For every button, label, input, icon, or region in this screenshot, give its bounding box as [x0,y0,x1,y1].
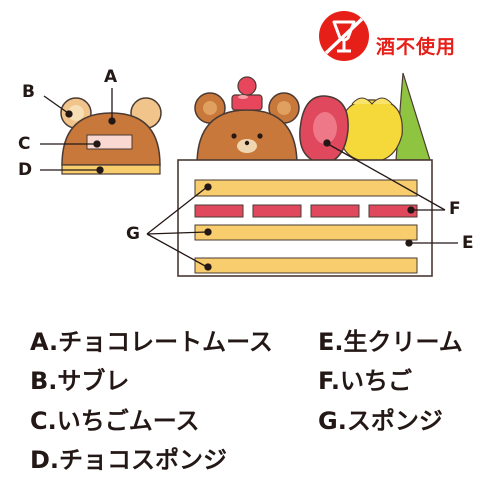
legend-item-e: E.生クリーム [318,328,463,356]
small-bear-cake [60,97,162,175]
no-alcohol-badge [319,11,369,61]
legend-item-f: F.いちご [318,367,412,395]
callout-f: F [449,199,461,219]
sponge-layer-bottom [194,257,418,274]
cake-diagram [40,72,458,277]
sponge-layer-top [194,179,418,197]
legend-item-c: C.いちごムース [30,407,200,435]
callout-b: B [22,82,35,102]
legend-item-d: D.チョコスポンジ [30,446,228,474]
strawberry-slice [310,204,360,218]
big-bear [194,76,300,166]
no-alcohol-icon [319,11,369,61]
legend-item-a: A.チョコレートムース [30,328,273,356]
leader-lines [40,88,458,271]
callout-e: E [462,233,474,253]
cake-cross-section [177,159,433,277]
legend-item-b: B.サブレ [30,367,130,395]
legend: A.チョコレートムース B.サブレ C.いちごムース D.チョコスポンジ E.生… [0,315,500,500]
strawberry-mousse-window [86,134,133,150]
strawberry-slice [194,204,244,218]
callout-a: A [104,67,118,87]
callout-g: G [126,224,140,244]
fruit-topping [299,72,431,165]
no-alcohol-label: 酒不使用 [376,36,457,58]
strawberry-slice [368,204,418,218]
callout-c: C [18,134,31,154]
sponge-layer-middle [194,224,418,241]
callout-d: D [18,160,33,180]
legend-item-g: G.スポンジ [318,407,443,435]
strawberry-slice [252,204,302,218]
